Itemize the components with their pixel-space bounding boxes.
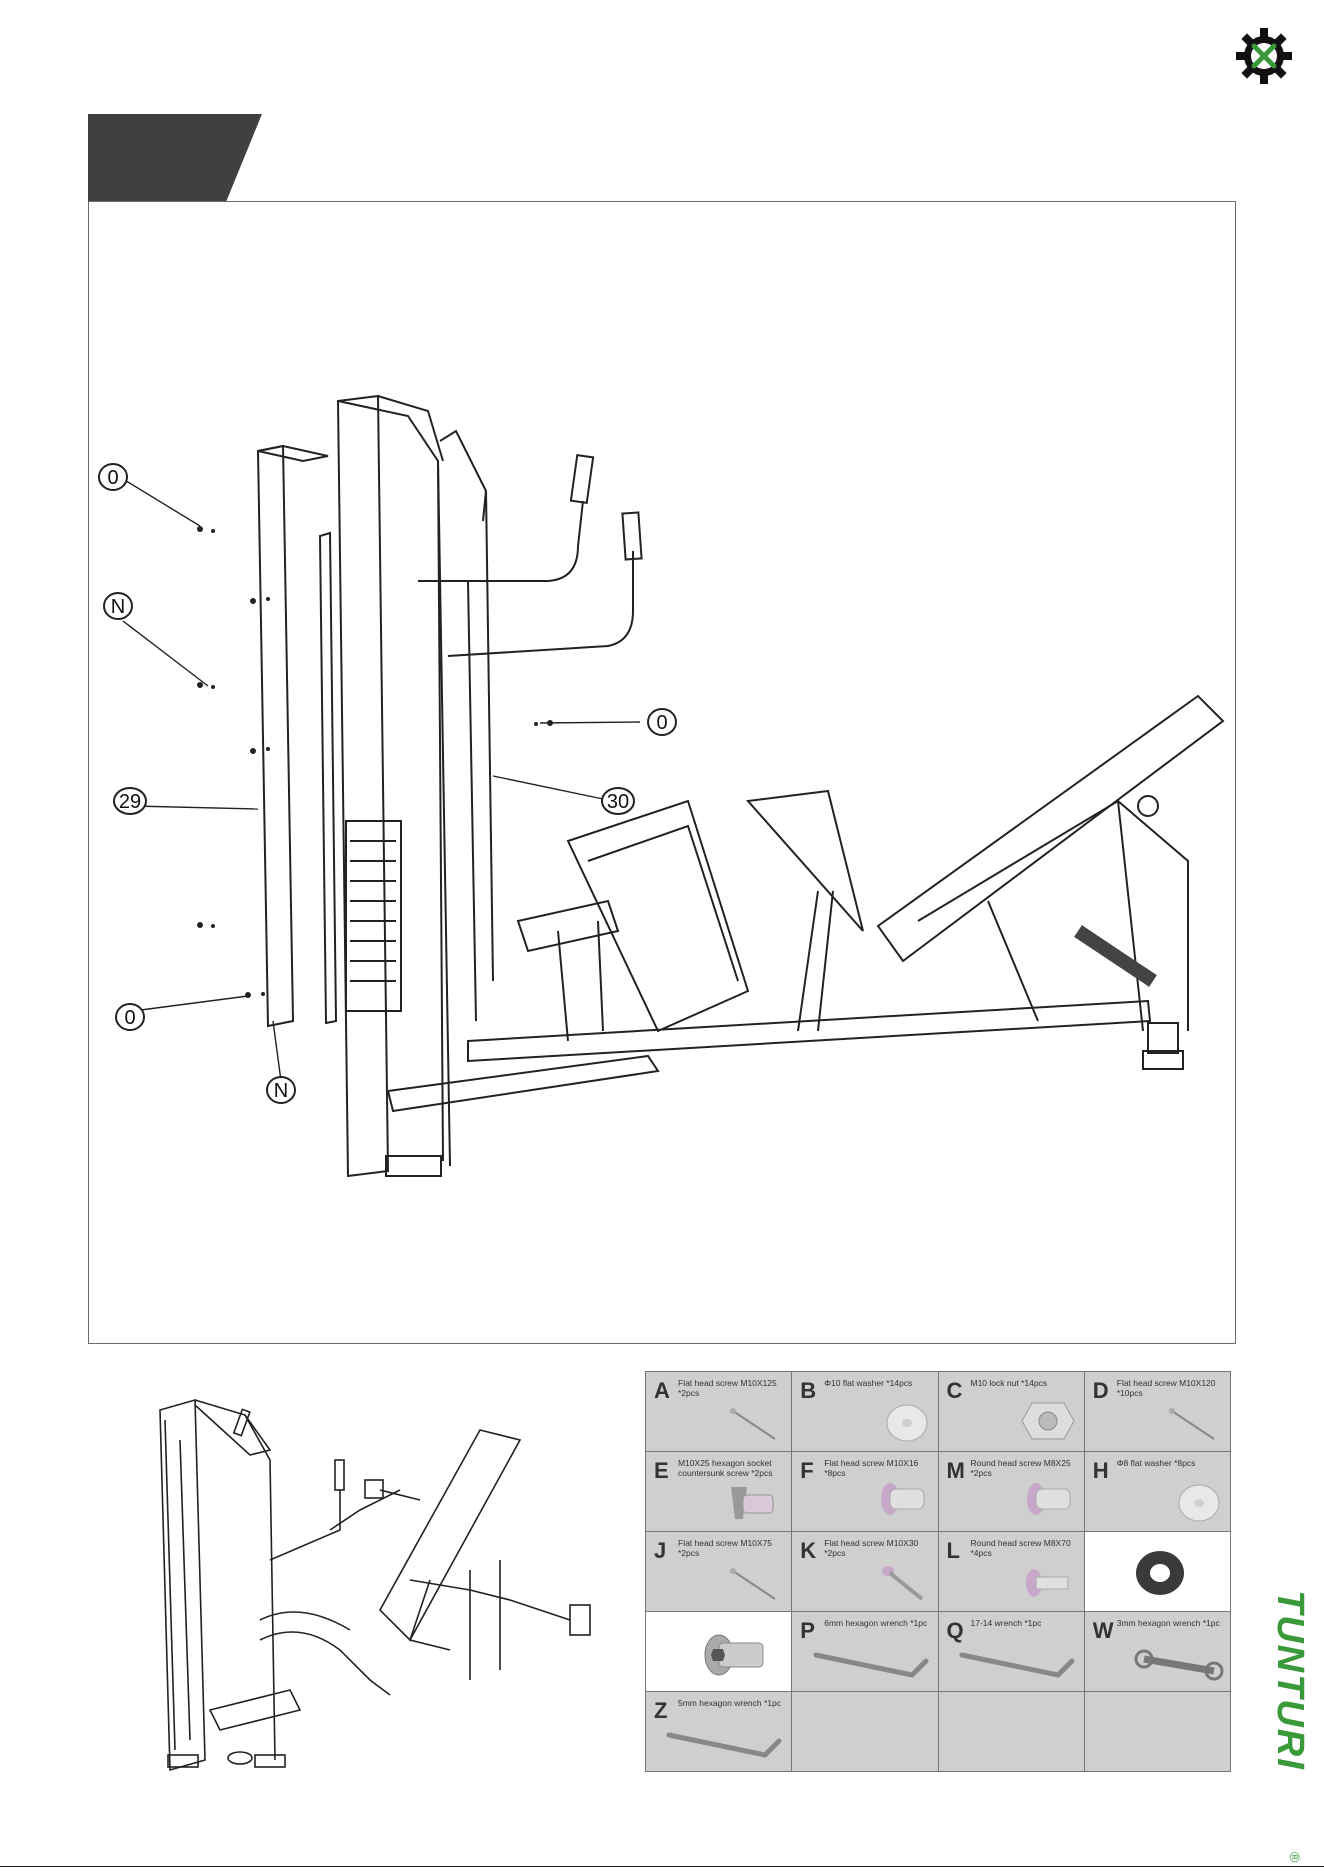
svg-text:0: 0 xyxy=(107,467,118,489)
hardware-parts-table: A Flat head screw M10X125 *2pcs B Φ10 fl… xyxy=(645,1371,1231,1772)
hex-wrench-icon xyxy=(959,1652,1075,1678)
part-cell-a: A Flat head screw M10X125 *2pcs xyxy=(646,1372,792,1451)
medium-screw-icon xyxy=(881,1566,923,1601)
foot-platform xyxy=(566,799,750,1033)
part-cell-c: C M10 lock nut *14pcs xyxy=(938,1372,1084,1451)
part-cell-f: F Flat head screw M10X16 *8pcs xyxy=(792,1452,938,1531)
part-cell-h: H Φ8 flat washer *8pcs xyxy=(1084,1452,1230,1531)
shroud-panel-29 xyxy=(256,444,295,1028)
svg-text:0: 0 xyxy=(124,1007,135,1029)
washer-icon xyxy=(886,1404,927,1442)
hex-wrench-icon xyxy=(813,1652,928,1678)
weight-stack xyxy=(345,820,402,1012)
handle-bar-lower xyxy=(447,551,634,657)
long-screw-icon xyxy=(730,1408,776,1440)
dark-washer-icon xyxy=(1136,1551,1184,1595)
part-cell-d: D Flat head screw M10X120 *10pcs xyxy=(1084,1372,1230,1451)
callout-0-bottom: 0 xyxy=(115,1003,145,1031)
step-header-tab xyxy=(88,114,262,202)
part-cell-l: L Round head screw M8X70 *4pcs xyxy=(938,1532,1084,1611)
seat-pad xyxy=(745,789,864,932)
callout-0-top: 0 xyxy=(98,463,128,491)
long-screw-icon xyxy=(730,1568,776,1600)
callout-n-bottom: N xyxy=(266,1076,296,1104)
exploded-assembly-diagram: 0 N 29 0 N 0 30 xyxy=(98,394,1225,1178)
washer-icon xyxy=(1178,1484,1220,1522)
part-cell-empty xyxy=(1084,1692,1230,1771)
part-cell-empty xyxy=(938,1692,1084,1771)
socket-screw-icon xyxy=(704,1634,764,1676)
handle-bar-upper xyxy=(418,500,584,582)
svg-text:29: 29 xyxy=(119,791,141,813)
callout-29: 29 xyxy=(113,787,147,815)
assembly-diagram-frame xyxy=(88,201,1236,1344)
short-screw-icon xyxy=(880,1483,924,1515)
part-cell-k: K Flat head screw M10X30 *2pcs xyxy=(792,1532,938,1611)
shroud-panel-right xyxy=(439,429,488,522)
long-screw-icon xyxy=(1169,1408,1215,1440)
part-cell-j: J Flat head screw M10X75 *2pcs xyxy=(646,1532,792,1611)
page-footer-line xyxy=(0,1866,1324,1867)
svg-text:0: 0 xyxy=(656,712,667,734)
medium-screw-icon xyxy=(1025,1569,1069,1597)
open-wrench-icon xyxy=(1134,1649,1224,1681)
svg-text:N: N xyxy=(111,596,125,618)
hex-wrench-icon xyxy=(666,1732,782,1758)
part-cell-e: E M10X25 hexagon socket countersunk scre… xyxy=(646,1452,792,1531)
part-cell-empty xyxy=(792,1692,938,1771)
svg-text:®: ® xyxy=(1287,1852,1303,1863)
base-beam xyxy=(467,999,1152,1063)
svg-text:TUNTURI: TUNTURI xyxy=(1269,1590,1308,1771)
part-cell-q: Q 17-14 wrench *1pc xyxy=(938,1612,1084,1691)
part-cell-p: P 6mm hexagon wrench *1pc xyxy=(792,1612,938,1691)
countersunk-screw-icon xyxy=(731,1487,774,1519)
svg-text:30: 30 xyxy=(607,791,629,813)
part-cell-socket-screw xyxy=(646,1612,792,1691)
callout-n-upper: N xyxy=(103,592,133,620)
tower-frame xyxy=(336,394,390,1178)
lock-nut-icon xyxy=(1021,1402,1075,1440)
short-screw-icon xyxy=(1026,1483,1071,1515)
part-cell-w: W 3mm hexagon wrench *1pc xyxy=(1084,1612,1230,1691)
part-cell-dark-washer xyxy=(1084,1532,1230,1611)
tunturi-brand-logo: TUNTURI ® xyxy=(1269,1590,1308,1863)
gear-wrench-logo-icon xyxy=(1236,28,1292,84)
callout-0-right: 0 xyxy=(647,708,677,736)
sled-rail xyxy=(876,694,1225,963)
part-cell-z: Z 5mm hexagon wrench *1pc xyxy=(646,1692,792,1771)
part-cell-m: M Round head screw M8X25 *2pcs xyxy=(938,1452,1084,1531)
svg-text:N: N xyxy=(274,1080,288,1102)
callout-30: 30 xyxy=(601,787,635,815)
assembled-machine-preview xyxy=(159,1398,591,1772)
part-cell-b: B Φ10 flat washer *14pcs xyxy=(792,1372,938,1451)
